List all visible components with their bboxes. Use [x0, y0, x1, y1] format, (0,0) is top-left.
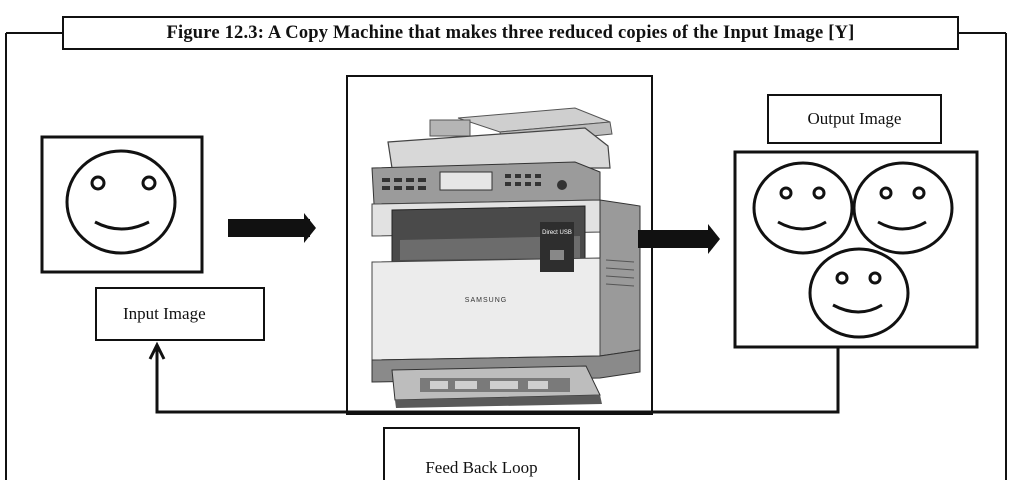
- input-image-box: [40, 135, 204, 274]
- arrow-input-to-machine: [228, 213, 316, 243]
- smiley-face-icon: [65, 149, 177, 255]
- smiley-face-icon: [852, 161, 954, 255]
- figure-caption: Figure 12.3: A Copy Machine that makes t…: [62, 16, 959, 50]
- copy-machine-icon: Direct USB SAMSUNG: [371, 107, 641, 408]
- smiley-face-icon: [752, 161, 854, 255]
- feedback-loop-arrow: [148, 341, 840, 414]
- brand-label: SAMSUNG: [465, 297, 507, 304]
- input-image-label: Input Image: [95, 287, 265, 341]
- outer-frame: [5, 32, 1007, 480]
- direct-usb-label: Direct USB: [542, 230, 572, 236]
- feedback-loop-label: Feed Back Loop: [383, 427, 580, 480]
- output-image-box: [733, 150, 979, 349]
- output-image-label: Output Image: [767, 94, 942, 144]
- arrow-machine-to-output: [638, 224, 720, 254]
- smiley-face-icon: [808, 247, 910, 339]
